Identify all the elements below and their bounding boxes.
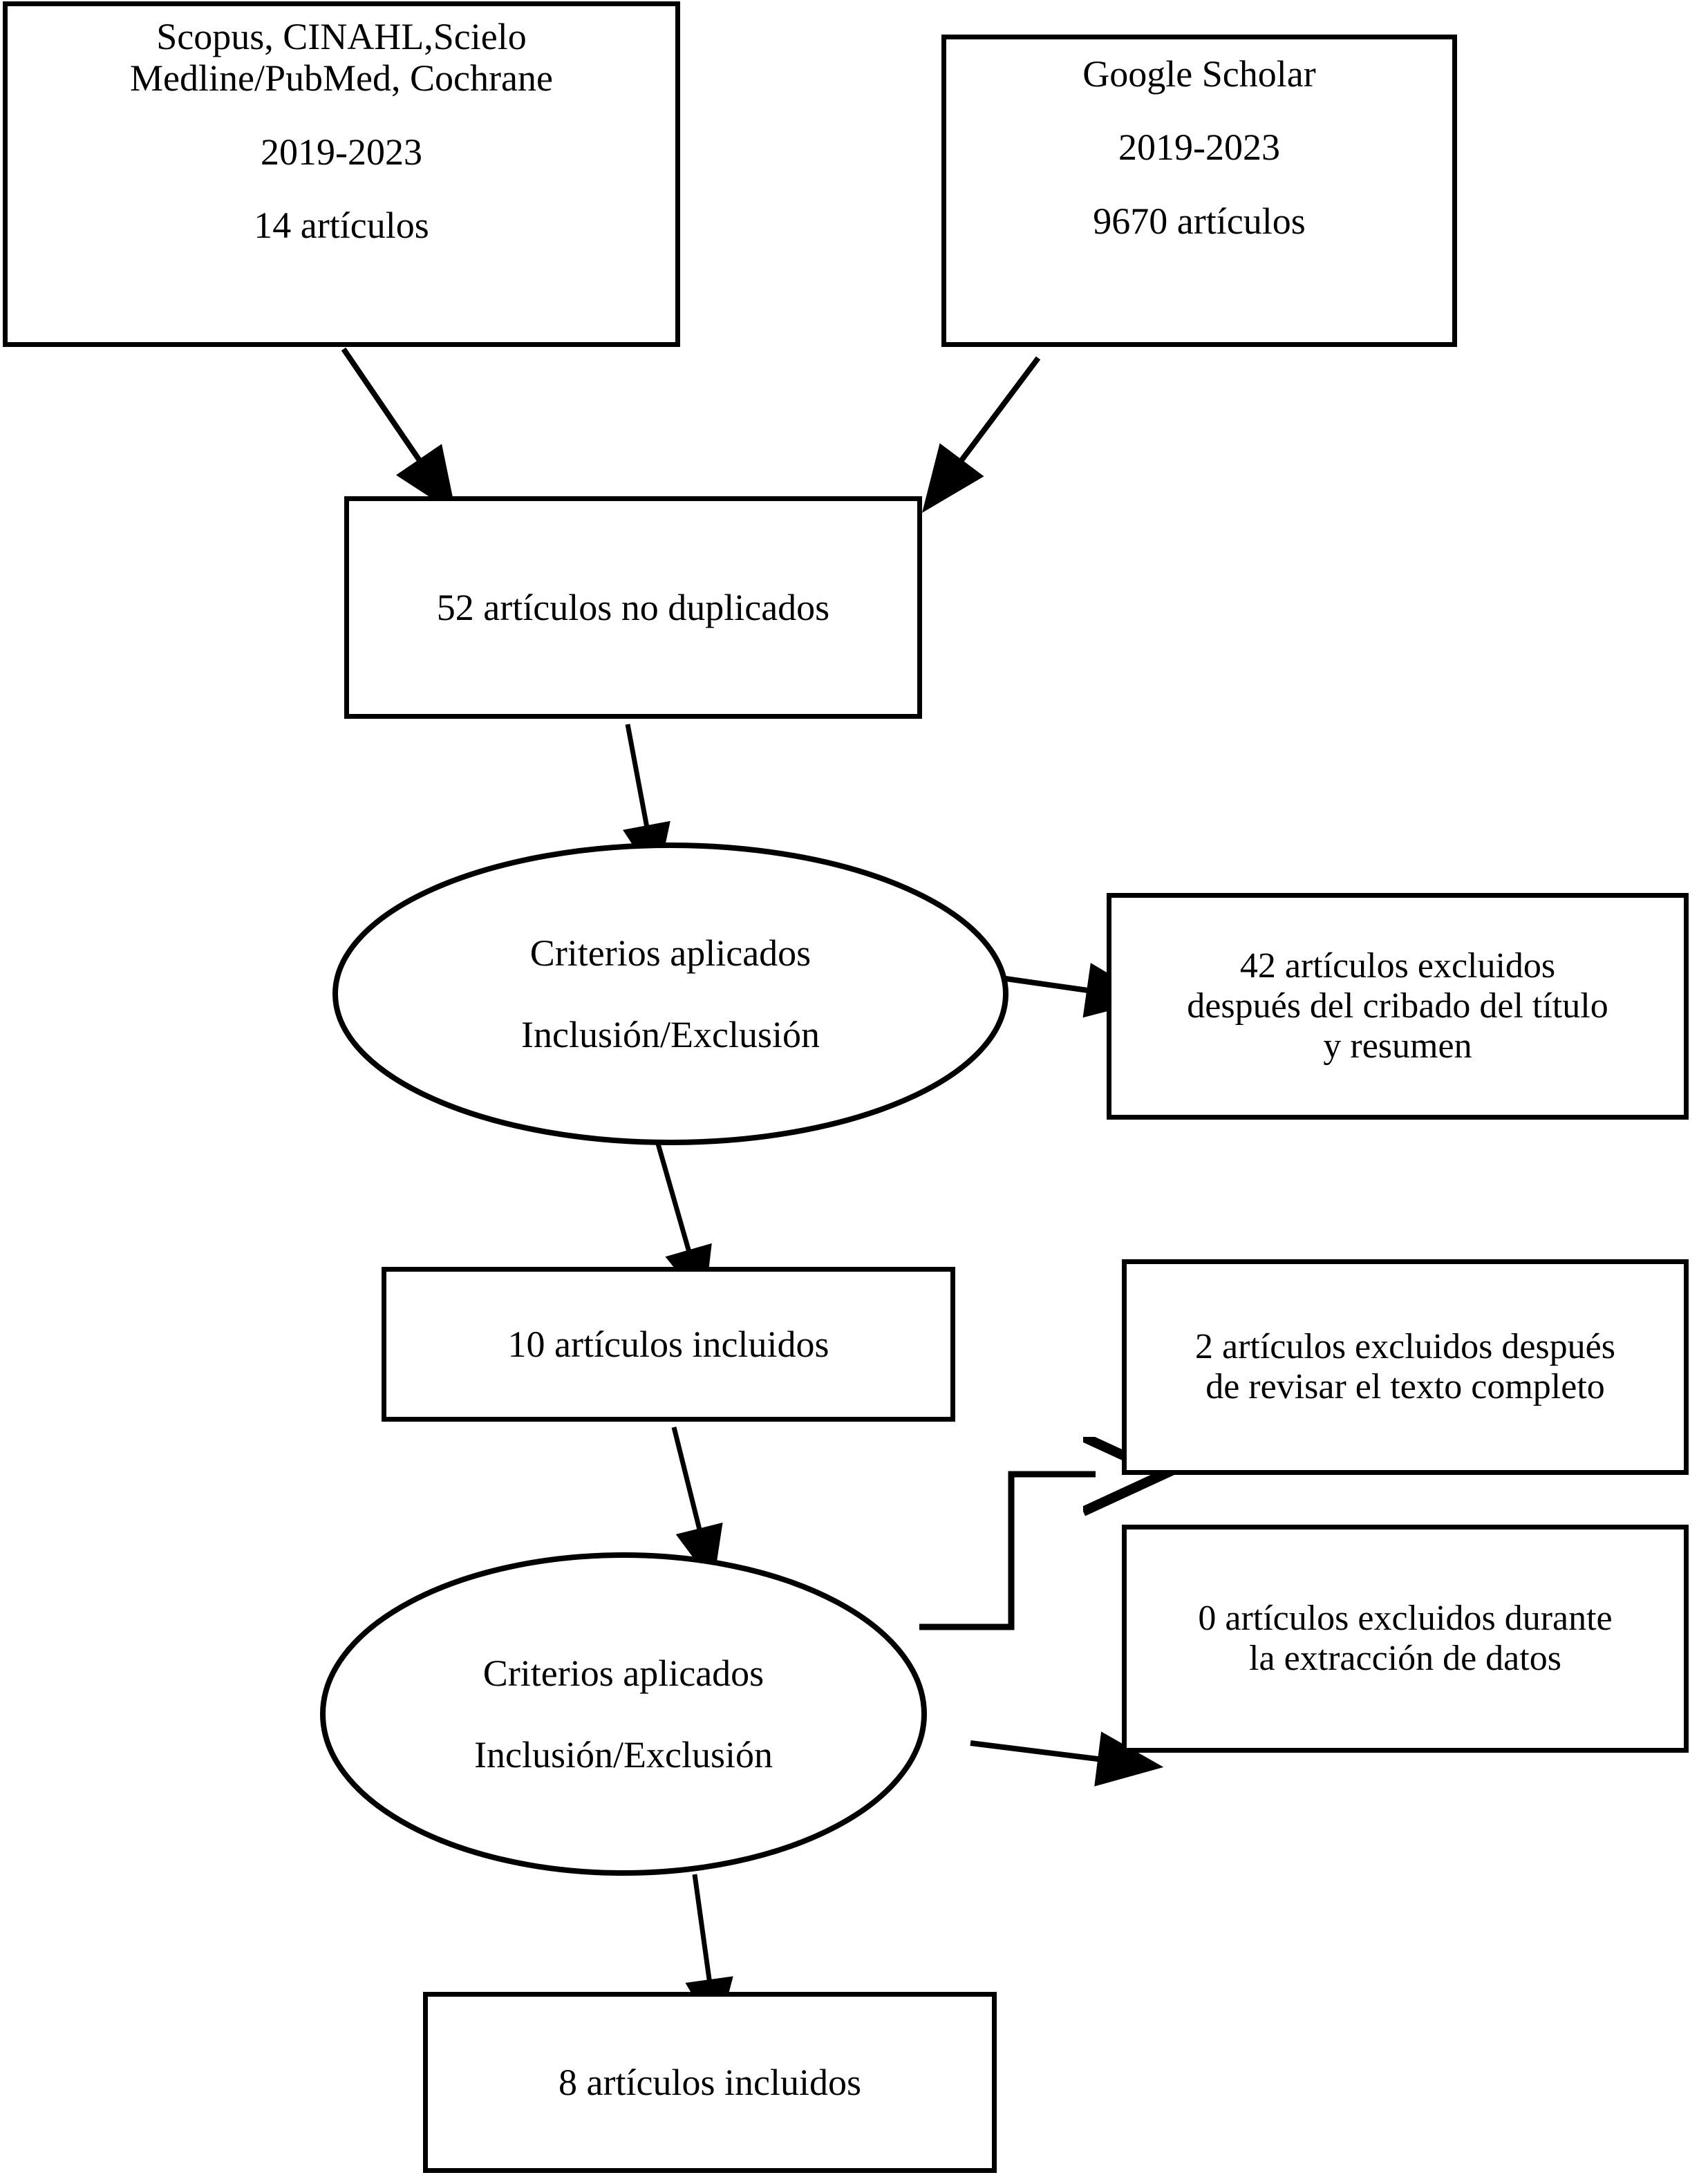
node-excluded-screening[interactable]: 42 artículos excluidos después del criba…	[1107, 893, 1689, 1120]
included-8-label: 8 artículos incluidos	[558, 2061, 861, 2103]
source-scholar-years: 2019-2023	[1118, 126, 1280, 169]
criteria-1-line-1: Criterios aplicados	[529, 932, 811, 974]
edge-included10-to-criteria2	[671, 1427, 723, 1585]
excluded-fulltext-line-1: 2 artículos excluidos después	[1195, 1326, 1615, 1366]
criteria-1-ellipse-shape	[332, 842, 1008, 1145]
source-scholar-title: Google Scholar	[1082, 53, 1316, 95]
source-databases-years: 2019-2023	[261, 131, 422, 173]
edge-criteria2-to-excluded-extraction	[970, 1731, 1164, 1787]
node-excluded-extraction[interactable]: 0 artículos excluidos durante la extracc…	[1122, 1525, 1689, 1753]
source-databases-line-2: Medline/PubMed, Cochrane	[130, 57, 553, 100]
node-criteria-2[interactable]: Criterios aplicados Inclusión/Exclusión	[319, 1552, 928, 1876]
excluded-screening-line-1: 42 artículos excluidos	[1239, 945, 1556, 986]
excluded-extraction-line-1: 0 artículos excluidos durante	[1198, 1598, 1613, 1638]
excluded-extraction-line-2: la extracción de datos	[1249, 1639, 1561, 1678]
criteria-1-line-2: Inclusión/Exclusión	[521, 1014, 820, 1055]
node-excluded-fulltext[interactable]: 2 artículos excluidos después de revisar…	[1122, 1259, 1689, 1475]
node-non-duplicates[interactable]: 52 artículos no duplicados	[344, 496, 922, 719]
excluded-fulltext-line-2: de revisar el texto completo	[1205, 1367, 1605, 1406]
criteria-2-line-1: Criterios aplicados	[482, 1652, 764, 1694]
edge-nonduplicates-to-criteria1	[623, 724, 670, 883]
excluded-screening-line-2: después del cribado del título	[1187, 986, 1608, 1026]
edge-criteria1-to-included10	[655, 1143, 712, 1306]
edge-criteria2-to-excluded-fulltext	[919, 1474, 1096, 1630]
source-databases-line-1: Scopus, CINAHL,Scielo	[156, 16, 527, 57]
included-10-label: 10 artículos incluidos	[507, 1323, 829, 1365]
criteria-2-line-2: Inclusión/Exclusión	[474, 1734, 773, 1776]
source-scholar-count: 9670 artículos	[1093, 200, 1306, 242]
node-included-10[interactable]: 10 artículos incluidos	[382, 1267, 955, 1422]
node-criteria-1[interactable]: Criterios aplicados Inclusión/Exclusión	[332, 842, 1009, 1146]
criteria-2-ellipse-shape	[320, 1552, 927, 1876]
node-source-google-scholar[interactable]: Google Scholar 2019-2023 9670 artículos	[941, 35, 1457, 347]
edge-databases-to-nonduplicates	[341, 347, 457, 515]
excluded-screening-line-3: y resumen	[1323, 1026, 1472, 1066]
source-databases-count: 14 artículos	[254, 205, 429, 247]
node-included-8[interactable]: 8 artículos incluidos	[423, 1992, 997, 2173]
non-duplicates-label: 52 artículos no duplicados	[436, 586, 830, 628]
node-source-databases[interactable]: Scopus, CINAHL,Scielo Medline/PubMed, Co…	[3, 1, 680, 347]
edge-scholar-to-nonduplicates	[922, 356, 1041, 514]
edge-criteria2-to-included8	[685, 1874, 733, 2037]
